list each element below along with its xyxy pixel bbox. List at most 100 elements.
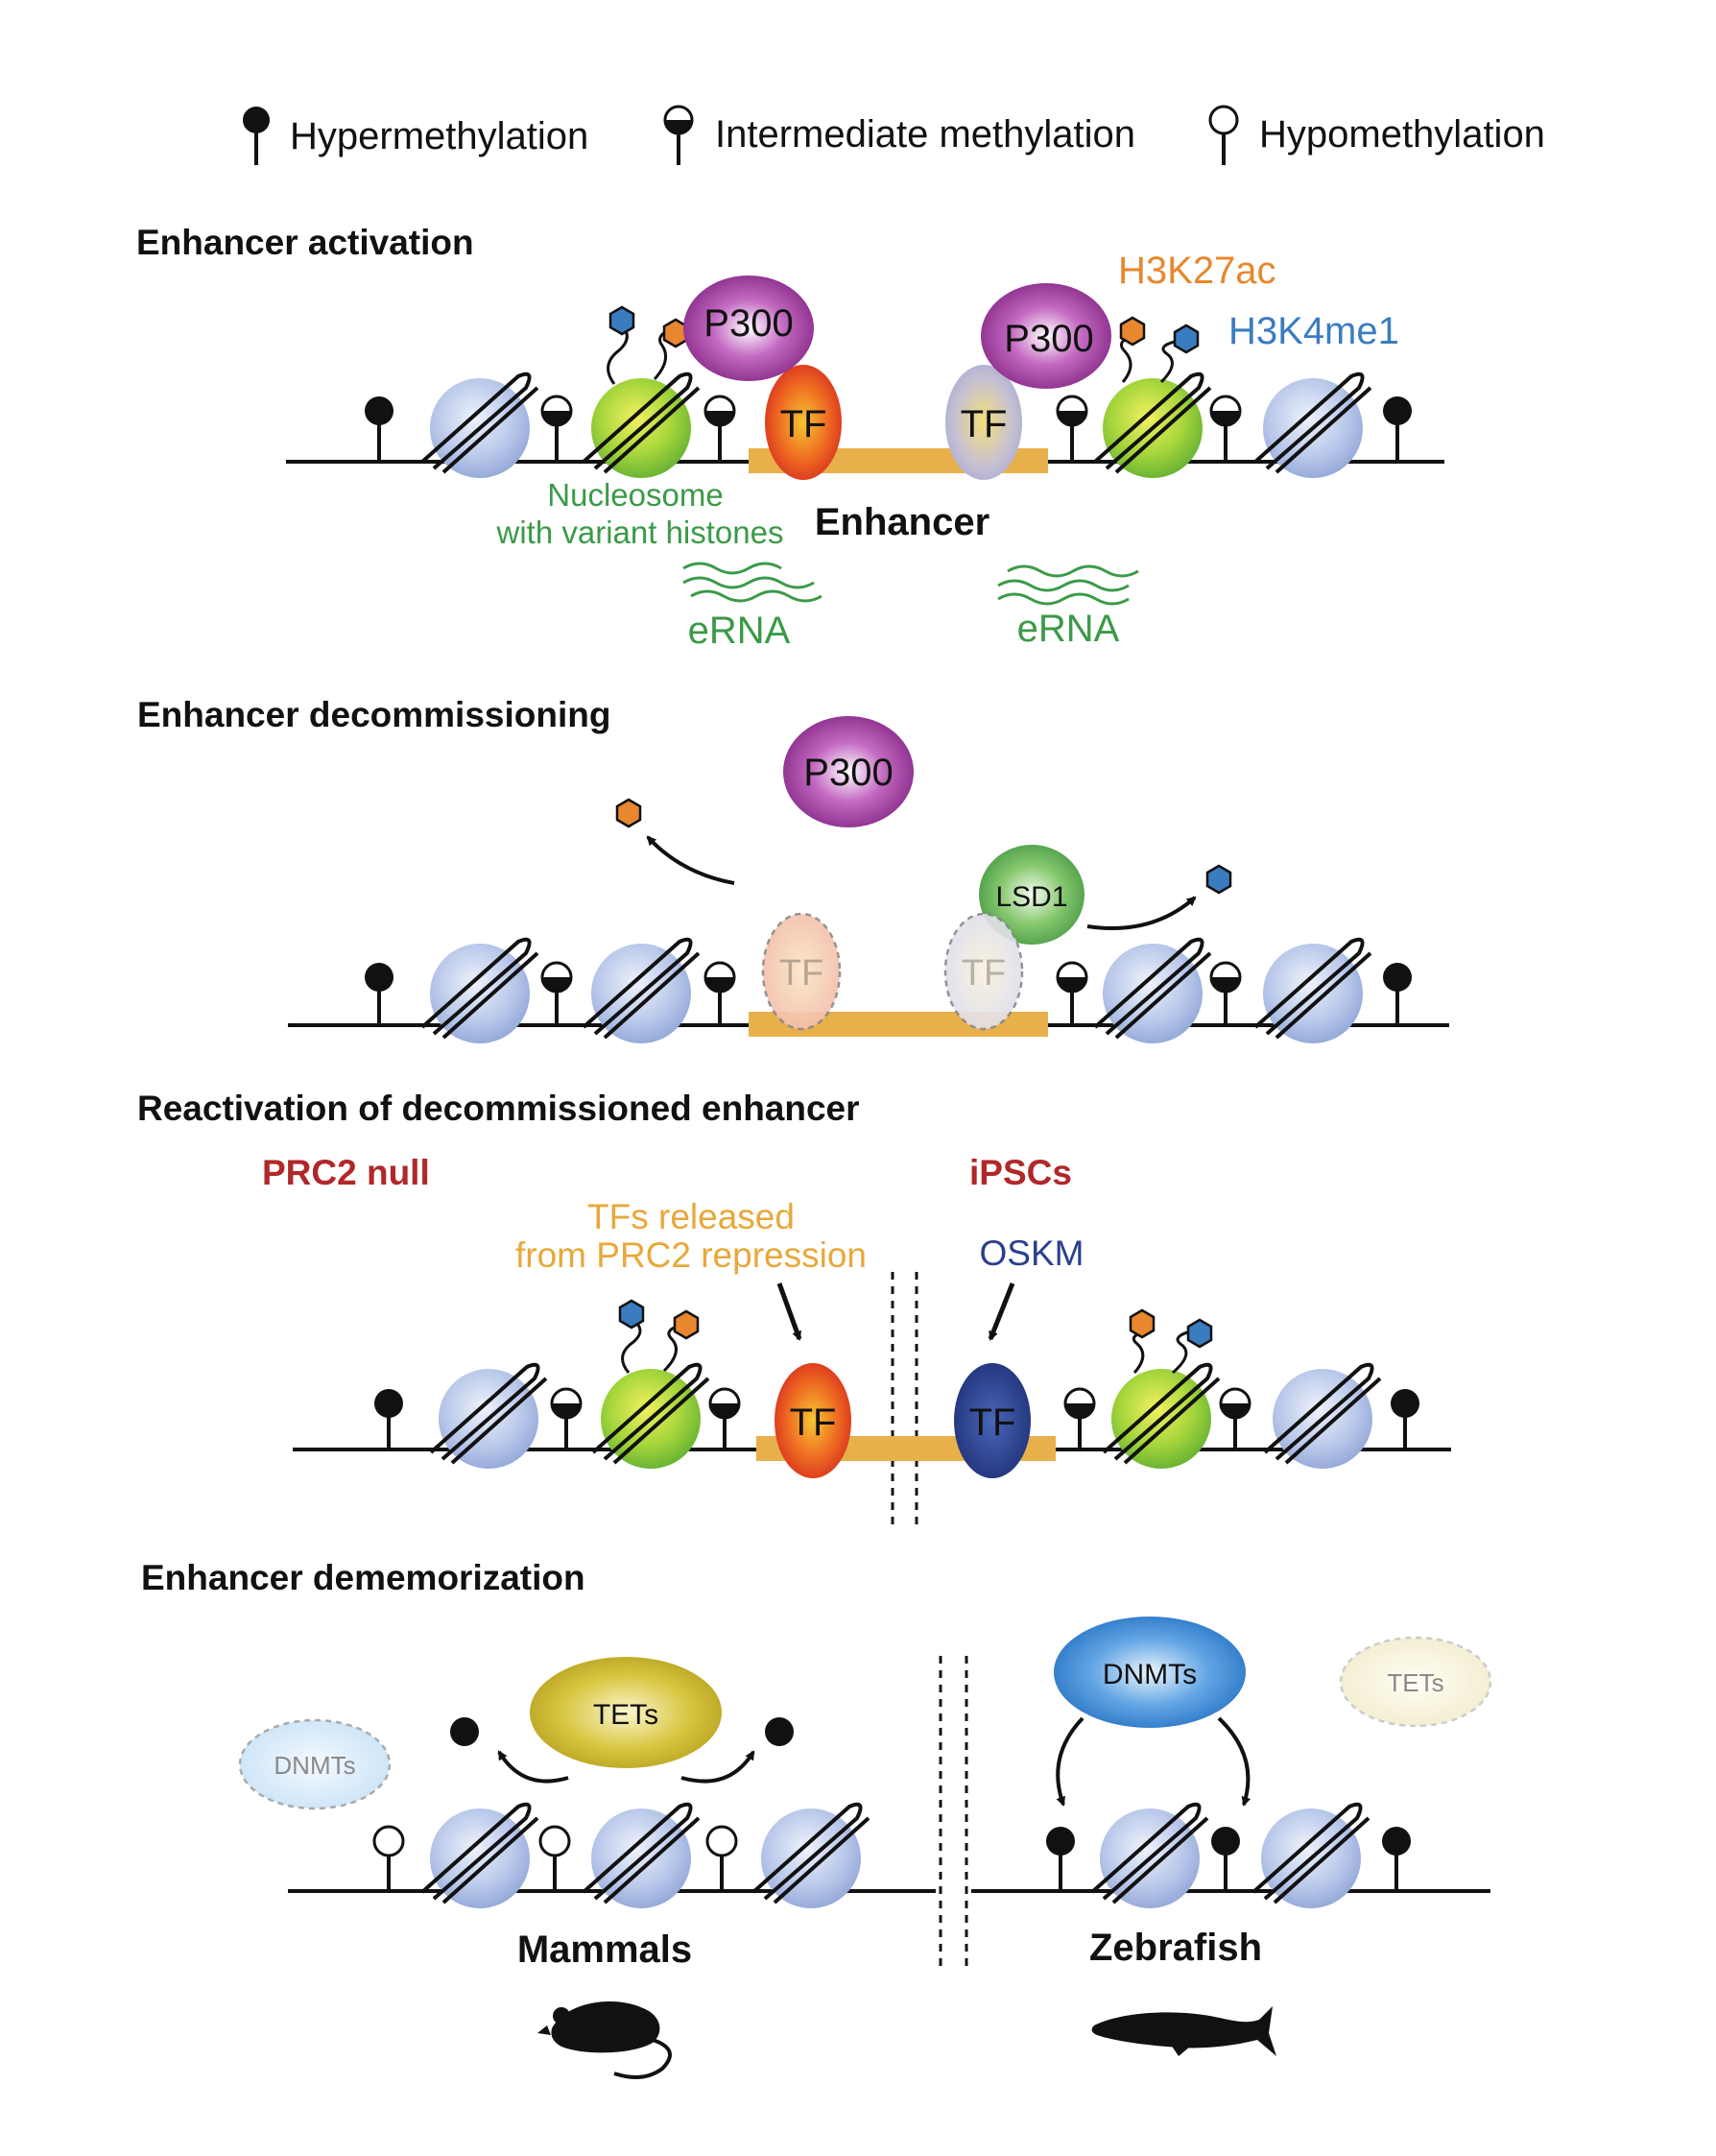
tf-label: TF [779, 953, 823, 994]
arrow-icon [776, 1282, 802, 1341]
methyl-group-icon [765, 1717, 794, 1746]
h3k4me1-mark-icon [618, 1299, 645, 1374]
dememorization-panel: DNMTs TETs Mammals [238, 1617, 1492, 2079]
intermediate-methyl-site [703, 395, 736, 462]
removal-arrow [497, 1750, 569, 1784]
hyper-methyl-site [1383, 396, 1412, 462]
tf-label: TF [962, 953, 1006, 994]
legend-intermediate-label: Intermediate methylation [715, 113, 1135, 156]
p300-label: P300 [803, 752, 893, 794]
nucleosome [1090, 1802, 1209, 1908]
variant-nucleosome [1093, 371, 1212, 478]
p300-label: P300 [703, 302, 793, 345]
tf-protein: TF [954, 1363, 1031, 1478]
removal-arrow [646, 835, 735, 885]
h3k4me1-mark-icon [1159, 323, 1200, 384]
h3k27ac-mark-icon [615, 798, 642, 828]
intermediate-methyl-site [540, 961, 573, 1025]
tf-label: TF [969, 1401, 1016, 1444]
variant-nucleosome [591, 1362, 710, 1469]
p300-label: P300 [1004, 318, 1093, 360]
legend-hypo-label: Hypomethylation [1259, 113, 1545, 156]
hyper-methyl-site [365, 963, 393, 1025]
erna-label: eRNA [1017, 608, 1120, 650]
h3k27ac-label: H3K27ac [1118, 250, 1276, 292]
section-title-dememorization: Enhancer dememorization [141, 1558, 585, 1597]
variant-nucleosome [582, 371, 701, 478]
hyper-methyl-site [365, 396, 393, 462]
hyper-methyl-site [1383, 963, 1412, 1025]
nucleosome [420, 1802, 539, 1908]
hyper-methyl-site [1046, 1827, 1075, 1891]
intermediate-methylation-icon [663, 105, 694, 165]
hyper-methyl-site [374, 1389, 403, 1449]
hyper-methyl-site [1382, 1827, 1411, 1891]
dnmts-label: DNMTs [274, 1751, 355, 1780]
tf-label: TF [790, 1401, 837, 1444]
h3k4me1-mark-icon [607, 305, 635, 385]
tfs-released-label-1: TFs released [587, 1197, 795, 1236]
lsd1-label: LSD1 [995, 881, 1067, 913]
tets-label: TETs [1387, 1668, 1443, 1697]
zebrafish-label: Zebrafish [1089, 1927, 1262, 1969]
section-title-reactivation: Reactivation of decommissioned enhancer [137, 1089, 860, 1128]
tf-protein: TF [775, 1363, 851, 1478]
tets-label: TETs [593, 1699, 658, 1731]
p300-protein: P300 [683, 275, 814, 381]
tets-protein: TETs [530, 1657, 722, 1768]
nucleosome [1263, 1362, 1382, 1469]
nucleosome [429, 1362, 548, 1469]
intermediate-methyl-site [1219, 1387, 1251, 1449]
ipscs-label: iPSCs [969, 1153, 1072, 1192]
intermediate-methyl-site [1056, 961, 1088, 1025]
h3k27ac-mark-icon [653, 318, 689, 381]
p300-protein: P300 [783, 716, 914, 827]
reactivation-panel: PRC2 null iPSCs TFs released from PRC2 r… [262, 1153, 1451, 1526]
erna-wave [997, 564, 1139, 606]
nucleosome [420, 371, 539, 478]
intermediate-methyl-site [1056, 395, 1088, 462]
h3k27ac-mark-icon [1129, 1308, 1156, 1374]
removal-arrow [680, 1750, 755, 1784]
tfs-released-label-2: from PRC2 repression [515, 1235, 867, 1275]
h3k27ac-mark-icon [1119, 316, 1146, 383]
nucleosome [420, 937, 539, 1043]
nucleosome [1251, 1802, 1370, 1908]
methyl-group-icon [450, 1717, 479, 1746]
mouse-icon [537, 2001, 672, 2079]
prc2-null-label: PRC2 null [262, 1153, 430, 1192]
h3k4me1-mark-icon [1172, 1318, 1213, 1375]
dnmts-protein: DNMTs [1054, 1617, 1246, 1728]
ghost-tf: TF [761, 912, 842, 1031]
intermediate-methyl-site [703, 961, 736, 1025]
section-title-activation: Enhancer activation [136, 223, 474, 262]
addition-arrow [1056, 1716, 1084, 1807]
p300-protein: P300 [981, 283, 1111, 389]
nucleosome [1253, 371, 1372, 478]
hyper-methyl-site [1211, 1827, 1240, 1891]
lsd1-protein: LSD1 [979, 845, 1084, 945]
enhancer-label: Enhancer [815, 501, 989, 543]
hypo-methyl-site [705, 1825, 738, 1891]
h3k4me1-mark-icon [1205, 864, 1232, 895]
tf-label: TF [780, 403, 827, 445]
erna-label: eRNA [688, 610, 791, 652]
oskm-label: OSKM [980, 1234, 1084, 1273]
nucleosome-variant-label-2: with variant histones [496, 515, 784, 550]
hypermethylation-icon [243, 107, 270, 165]
hypomethylation-icon [1208, 105, 1239, 165]
nucleosome [1253, 937, 1372, 1043]
nucleosome-variant-label-1: Nucleosome [547, 477, 723, 513]
ghost-tf: TF [943, 912, 1024, 1031]
legend: Hypermethylation Intermediate methylatio… [243, 105, 1545, 165]
dnmts-label: DNMTs [1103, 1659, 1197, 1690]
nucleosome [1093, 937, 1212, 1043]
intermediate-methyl-site [1209, 395, 1242, 462]
erna-wave [682, 562, 822, 603]
h3k4me1-label: H3K4me1 [1228, 310, 1399, 352]
legend-hyper-label: Hypermethylation [290, 115, 588, 157]
tf-protein: TF [765, 365, 842, 480]
section-title-decommissioning: Enhancer decommissioning [137, 695, 610, 734]
tf-protein: TF [945, 365, 1022, 480]
intermediate-methyl-site [550, 1387, 583, 1449]
